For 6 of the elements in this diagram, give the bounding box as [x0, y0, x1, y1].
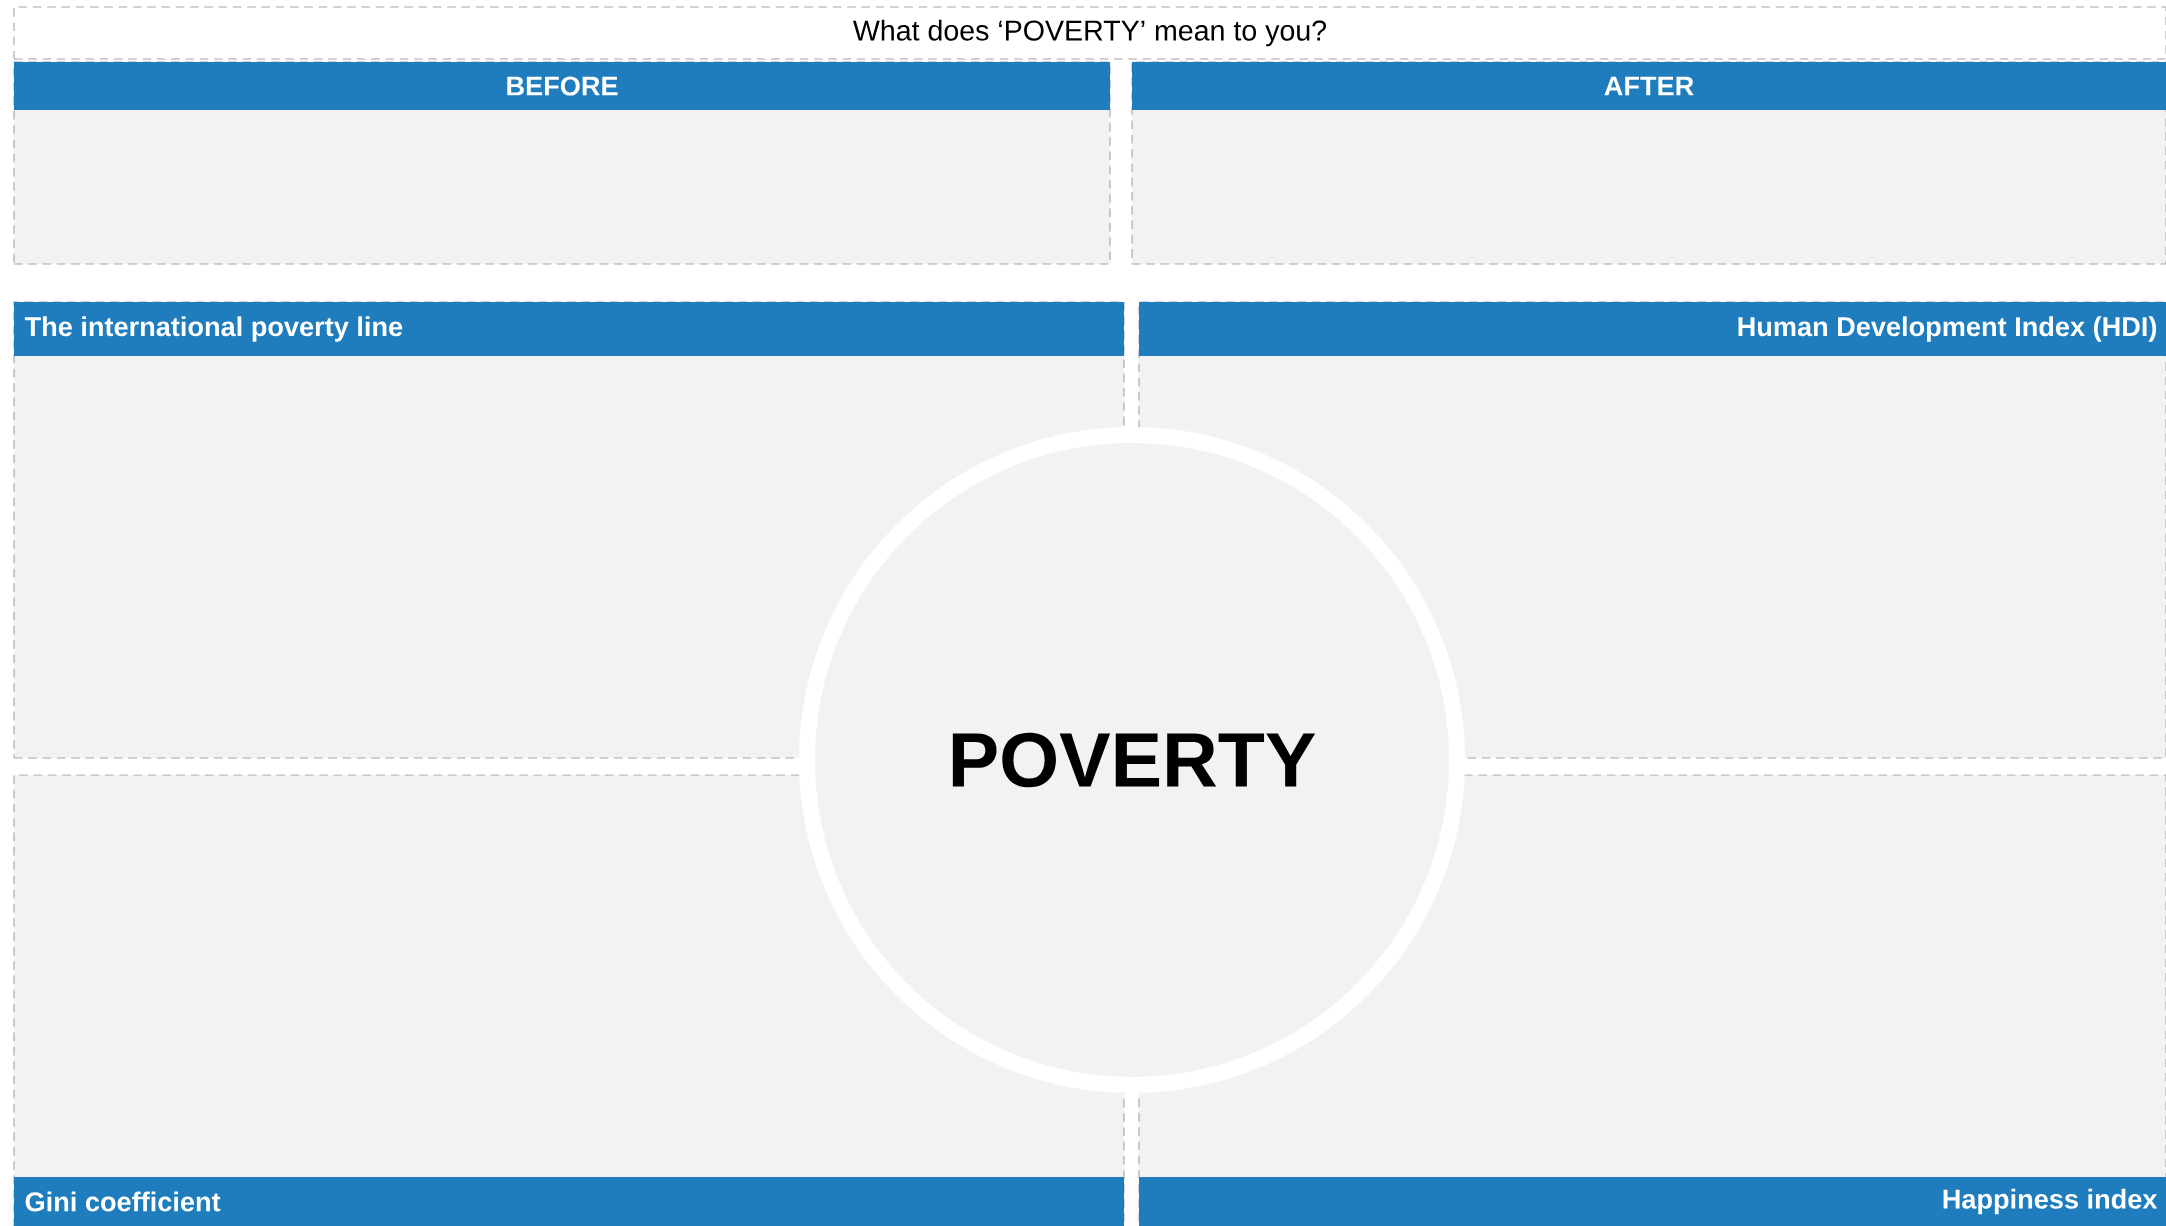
node-label: Human Development Index (HDI) [1738, 316, 2157, 342]
node-label: Happiness index [1943, 1188, 2158, 1215]
node-label: Gini coefficient [25, 1191, 221, 1212]
panel-box: AFTER [1131, 61, 2166, 265]
panel-box: BEFORE [13, 61, 1111, 265]
title-box: What does ‘POVERTY’ mean to you? [13, 6, 2166, 60]
